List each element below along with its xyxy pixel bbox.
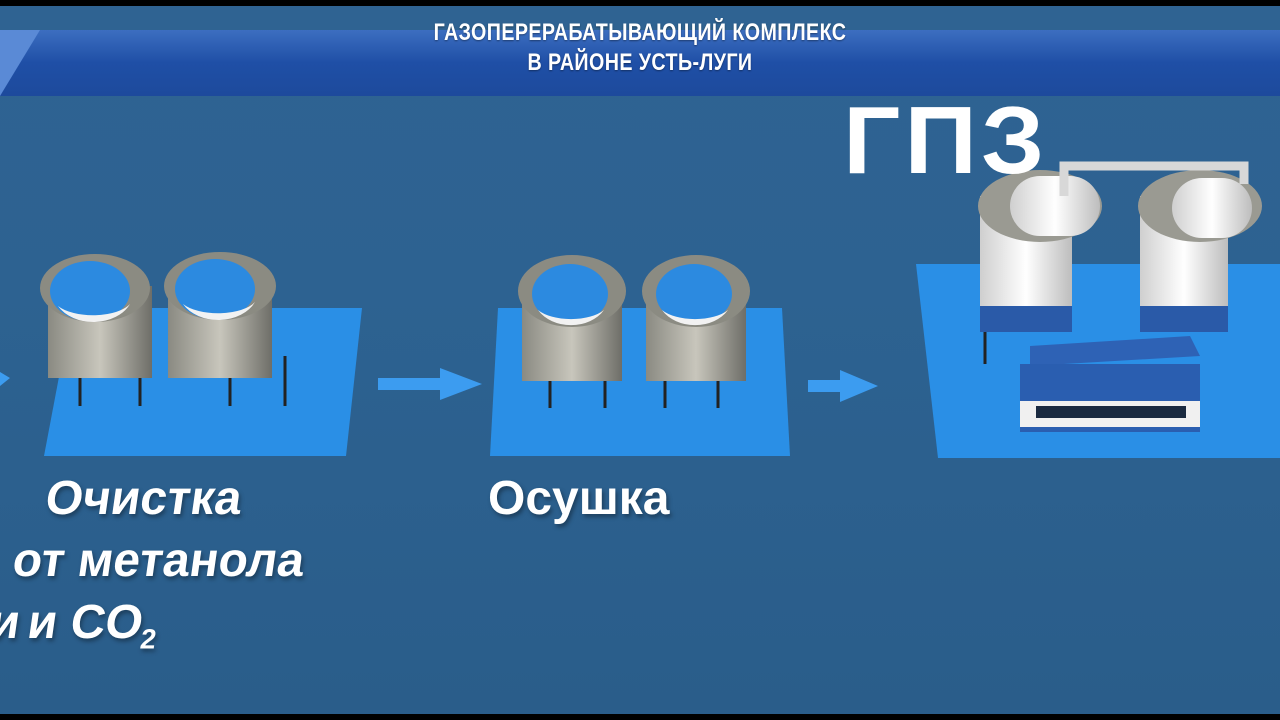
infographic-scene: ГАЗОПЕРЕРАБАТЫВАЮЩИЙ КОМПЛЕКС В РАЙОНЕ У… [0,6,1280,714]
distillation-column-icon [978,170,1102,364]
label-line: ии CO2 [0,596,159,655]
label-line: от метанола [9,534,309,587]
pipe-icon [1059,161,1249,196]
arrow-icon [0,372,10,386]
page-title: ГАЗОПЕРЕРАБАТЫВАЮЩИЙ КОМПЛЕКС В РАЙОНЕ У… [115,18,1165,78]
label-line: Очистка [42,472,246,525]
process-diagram [0,161,1280,458]
title-line-2: В РАЙОНЕ УСТЬ-ЛУГИ [527,49,753,76]
dryer-tank-icon [518,255,626,408]
title-line-1: ГАЗОПЕРЕРАБАТЫВАЮЩИЙ КОМПЛЕКС [433,19,847,46]
adsorber-tank-icon [164,252,287,406]
arrow-icon [378,368,482,400]
distillation-column-icon [1138,170,1262,332]
adsorber-tank-icon [40,254,152,406]
arrow-icon [808,370,878,402]
control-building-icon [1020,336,1200,432]
header-banner [0,30,1280,96]
dryer-tank-icon [642,255,750,408]
stage-label-gpz: ГПЗ [843,87,1049,194]
stage-label-cleaning: Очистка от метанола ии CO2 [0,468,318,671]
stage-label-drying: Осушка [488,472,670,525]
